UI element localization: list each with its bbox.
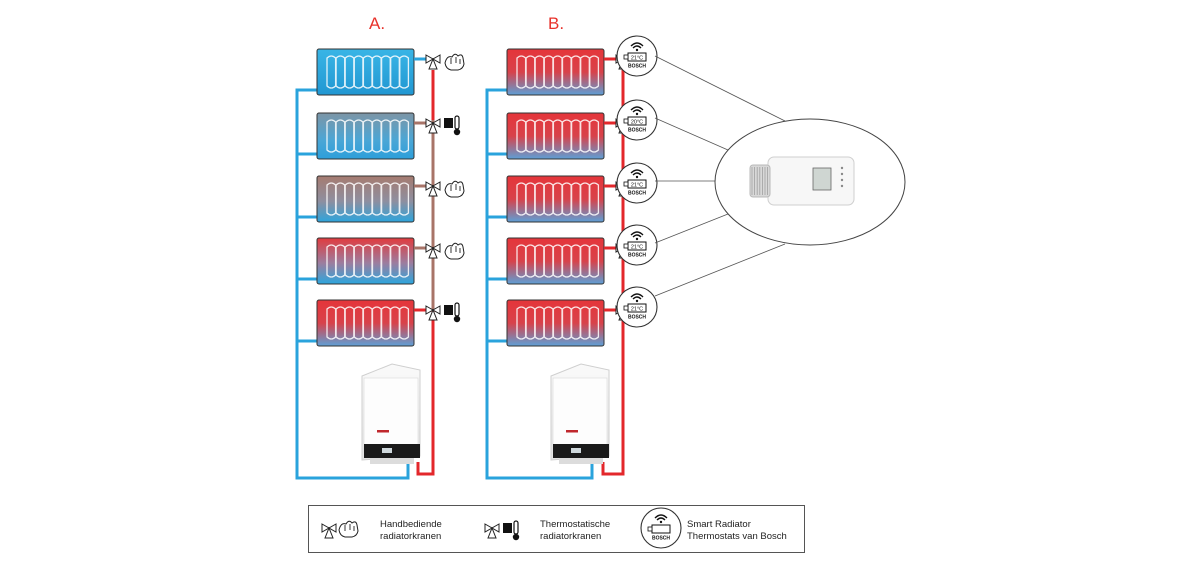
- connector-line: [654, 243, 786, 297]
- legend-item-smart-thermostat: Smart Radiator Thermostats van Bosch: [687, 519, 787, 543]
- thermometer-icon: [444, 302, 461, 323]
- brand-label: BOSCH: [628, 191, 646, 197]
- pipe: [601, 60, 625, 476]
- legend-label-line1: Smart Radiator: [687, 519, 751, 530]
- pipe: [485, 88, 594, 480]
- radiator: [316, 48, 415, 96]
- temperature-display: 21°C: [631, 56, 643, 62]
- thermostat-zoom: [654, 55, 906, 297]
- radiator: [506, 237, 605, 285]
- diagram-label-b: B.: [548, 14, 565, 33]
- thermometer-icon: [503, 520, 520, 541]
- temperature-display: 20°C: [631, 120, 643, 126]
- legend: BOSCH Handbediende radiatorkranen Thermo…: [308, 505, 805, 553]
- legend-label-line2: radiatorkranen: [380, 531, 442, 542]
- boiler: [550, 363, 610, 464]
- hand-icon: [444, 180, 465, 198]
- radiator: [506, 299, 605, 347]
- wifi-icon: [630, 42, 644, 47]
- wifi-icon: [630, 231, 644, 236]
- legend-item-thermostat-valve: Thermostatische radiatorkranen: [540, 519, 610, 543]
- wifi-icon: [630, 293, 644, 298]
- thermometer-icon: [444, 115, 461, 136]
- radiator: [316, 299, 415, 347]
- brand-label: BOSCH: [628, 253, 646, 259]
- diagram-label-a: A.: [369, 14, 386, 33]
- boiler: [361, 363, 421, 464]
- radiator: [316, 112, 415, 160]
- radiator: [316, 175, 415, 223]
- valve-icon: [425, 54, 441, 70]
- valve-icon: [484, 523, 500, 539]
- connector-line: [654, 213, 729, 244]
- smart-thermostat-icon: BOSCH: [640, 507, 682, 549]
- legend-label-line2: Thermostats van Bosch: [687, 531, 787, 542]
- legend-item-hand-valve: Handbediende radiatorkranen: [380, 519, 442, 543]
- hand-icon: [444, 53, 465, 71]
- boiler-logo: [377, 430, 389, 433]
- legend-label-line1: Handbediende: [380, 519, 442, 530]
- smart-thermostat-icon: 21°C BOSCH: [616, 162, 658, 204]
- smart-thermostat-icon: 21°C BOSCH: [616, 224, 658, 266]
- valve-icon: [321, 523, 337, 539]
- brand-label: BOSCH: [628, 128, 646, 134]
- smart-thermostat-device: [749, 156, 855, 206]
- temperature-display: 21°C: [631, 307, 643, 313]
- brand-label: BOSCH: [652, 536, 670, 542]
- smart-thermostat-icon: 21°C BOSCH: [616, 35, 658, 77]
- legend-label-line2: radiatorkranen: [540, 531, 602, 542]
- radiator: [506, 175, 605, 223]
- pipe: [295, 88, 410, 480]
- boiler-logo: [566, 430, 578, 433]
- smart-thermostat-icon: 21°C BOSCH: [616, 286, 658, 328]
- diagram-b: 21°CBOSCH20°CBOSCH21°CBOSCH21°CBOSCH21°C…: [485, 35, 658, 480]
- valve-icon: [425, 118, 441, 134]
- brand-label: BOSCH: [628, 64, 646, 70]
- radiator: [506, 48, 605, 96]
- hand-icon: [444, 242, 465, 260]
- radiator: [316, 237, 415, 285]
- valve-icon: [425, 305, 441, 321]
- smart-thermostat-icon: 20°C BOSCH: [616, 99, 658, 141]
- connector-line: [654, 117, 729, 151]
- boiler-display: [382, 448, 392, 453]
- thermostat-screen: [812, 167, 832, 191]
- temperature-display: 21°C: [631, 245, 643, 251]
- wifi-icon: [654, 514, 668, 519]
- valve-icon: [425, 181, 441, 197]
- radiator: [506, 112, 605, 160]
- hand-icon: [338, 520, 359, 538]
- legend-label-line1: Thermostatische: [540, 519, 611, 530]
- brand-label: BOSCH: [628, 315, 646, 321]
- connector-line: [654, 55, 786, 122]
- wifi-icon: [630, 106, 644, 111]
- boiler-display: [571, 448, 581, 453]
- temperature-display: 21°C: [631, 183, 643, 189]
- valve-icon: [425, 243, 441, 259]
- diagram-a: [295, 48, 465, 480]
- wifi-icon: [630, 169, 644, 174]
